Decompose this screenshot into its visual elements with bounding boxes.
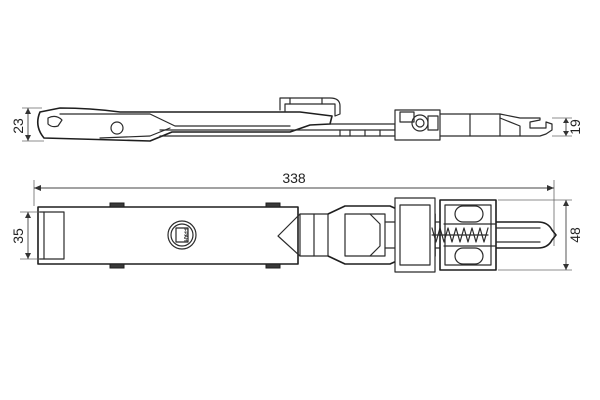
top-pivot-block xyxy=(394,197,436,273)
side-arm xyxy=(36,107,333,142)
length-dimension: 338 xyxy=(33,170,555,246)
logo: FPAH xyxy=(167,220,197,250)
top-arrow-tip xyxy=(277,213,329,257)
logo-circle xyxy=(167,220,197,250)
dim-head-width: 48 xyxy=(567,227,583,243)
side-bolt xyxy=(439,113,553,137)
top-end-cap xyxy=(37,211,65,260)
logo-text: FPAH xyxy=(182,228,188,242)
dim-side-right-height: 19 xyxy=(567,119,583,135)
top-view: FPAH 35 xyxy=(10,197,583,273)
side-slot xyxy=(47,115,63,128)
top-head xyxy=(439,199,497,271)
dim-overall-length: 338 xyxy=(282,170,306,186)
dim-body-width: 35 xyxy=(10,228,26,244)
top-bolt xyxy=(496,221,557,249)
top-slot-lower xyxy=(454,247,484,265)
dim-side-height: 23 xyxy=(10,118,26,134)
side-grip xyxy=(279,97,341,117)
side-rail xyxy=(159,129,396,137)
top-spring xyxy=(431,227,489,243)
side-view: 23 19 xyxy=(10,97,583,142)
top-slot-upper xyxy=(454,205,484,223)
side-pivot-hole xyxy=(110,121,124,135)
